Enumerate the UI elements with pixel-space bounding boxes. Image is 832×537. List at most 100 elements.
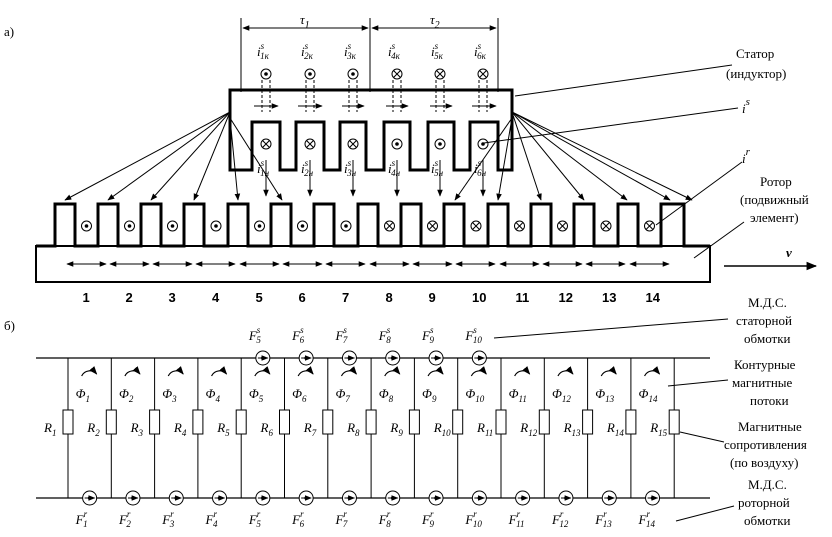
resistor-label-9: R9 — [389, 420, 403, 438]
resistor-8 — [365, 409, 377, 435]
mmf-rotor-label-1: М.Д.С. — [748, 477, 787, 492]
fan-right-inner-1 — [454, 117, 513, 201]
resistor-label-12: R12 — [519, 420, 537, 438]
flux-label-2: Φ2 — [119, 386, 134, 404]
flux-arrow-5 — [254, 366, 271, 377]
flux-arrow-11 — [514, 366, 531, 377]
fan-right-4 — [511, 111, 671, 201]
flux-label-12: Φ12 — [552, 386, 571, 404]
flux-label-2: магнитные — [732, 375, 793, 390]
flux-arrow-13 — [600, 366, 617, 377]
fan-right-3 — [511, 111, 628, 201]
fan-left-inner-2 — [229, 117, 283, 201]
flux-arrow-6 — [297, 366, 314, 377]
stator-leader — [514, 64, 733, 97]
panel-b-label: б) — [4, 318, 15, 333]
stator-current-leader — [483, 107, 739, 144]
stator-flux-arrows — [254, 103, 497, 197]
rotor-label-1: Ротор — [760, 174, 792, 189]
stator-current-label: is — [742, 96, 750, 116]
slot-number-5: 5 — [256, 290, 263, 305]
flux-arrow-14 — [644, 366, 661, 377]
rotor-conductor-4 — [210, 220, 222, 232]
pitch-1-label: τ1 — [300, 12, 310, 31]
rotor-label-3: элемент) — [750, 210, 799, 225]
resistor-label-10: R10 — [433, 420, 451, 438]
slot-number-14: 14 — [646, 290, 661, 305]
flux-arrow-7 — [340, 366, 357, 377]
res-label-1: Магнитные — [738, 419, 802, 434]
mmf-stator-label-3: обмотки — [744, 331, 791, 346]
flux-label-6: Φ6 — [292, 386, 307, 404]
rotor-conductor-11 — [514, 220, 525, 232]
rotor-conductor-12 — [557, 220, 568, 232]
stator-conductors: is1кis1нis2кis2нis3кis3нis4кis4нis5кis5н… — [257, 41, 489, 178]
flux-label-5: Φ5 — [249, 386, 264, 404]
resistor-12 — [538, 409, 550, 435]
resistor-label-15: R15 — [649, 420, 667, 438]
rotor-conductor-14 — [644, 220, 655, 232]
resistor-label-4: R4 — [173, 420, 187, 438]
resistor-label-3: R3 — [130, 420, 144, 438]
flux-label-3: Φ3 — [162, 386, 177, 404]
res-label-3: (по воздуху) — [730, 455, 798, 470]
fan-left-3 — [150, 111, 231, 201]
rotor-conductor-5 — [254, 220, 265, 232]
mmf-rotor-label-3: обмотки — [744, 513, 791, 528]
flux-arrow-10 — [470, 366, 487, 377]
mmf-rotor-label-2: роторной — [738, 495, 790, 510]
resistor-3 — [149, 409, 161, 435]
resistor-label-1: R1 — [43, 420, 56, 438]
flux-label-1: Φ1 — [76, 386, 90, 404]
stator-slot-conductor-4 — [391, 138, 403, 150]
rotor-conductor-1 — [81, 220, 92, 232]
slot-number-6: 6 — [299, 290, 306, 305]
flux-label-13: Φ13 — [595, 386, 614, 404]
flux-arrow-2 — [124, 366, 141, 377]
fan-right-inner-2 — [496, 117, 513, 201]
rotor-current-leader — [655, 161, 743, 226]
flux-arrow-4 — [211, 366, 228, 377]
resistor-label-6: R6 — [260, 420, 274, 438]
mmf-rotor-leader — [675, 505, 735, 522]
rotor-current-label: ir — [742, 146, 751, 166]
resistor-2 — [105, 409, 117, 435]
stator-coil-top-3 — [347, 68, 359, 80]
resistor-14 — [625, 409, 637, 435]
fan-right-1 — [511, 111, 542, 201]
flux-label-7: Φ7 — [335, 386, 350, 404]
flux-arrow-1 — [81, 366, 98, 377]
rotor-conductor-13 — [600, 220, 612, 232]
resistor-label-14: R14 — [606, 420, 624, 438]
resistor-9 — [408, 409, 420, 435]
res-leader — [679, 431, 725, 443]
flux-label-1: Контурные — [734, 357, 796, 372]
flux-label-11: Φ11 — [509, 386, 527, 404]
stator-coil-top-5 — [434, 68, 446, 80]
rotor-label-2: (подвижный — [740, 192, 809, 207]
slot-number-2: 2 — [126, 290, 133, 305]
air-gap-flux-lines — [64, 111, 693, 201]
flux-leader — [667, 379, 729, 387]
fan-left-4 — [193, 111, 231, 201]
res-label-2: сопротивления — [724, 437, 807, 452]
mmf-stator-label-2: статорной — [736, 313, 792, 328]
resistor-13 — [582, 409, 594, 435]
